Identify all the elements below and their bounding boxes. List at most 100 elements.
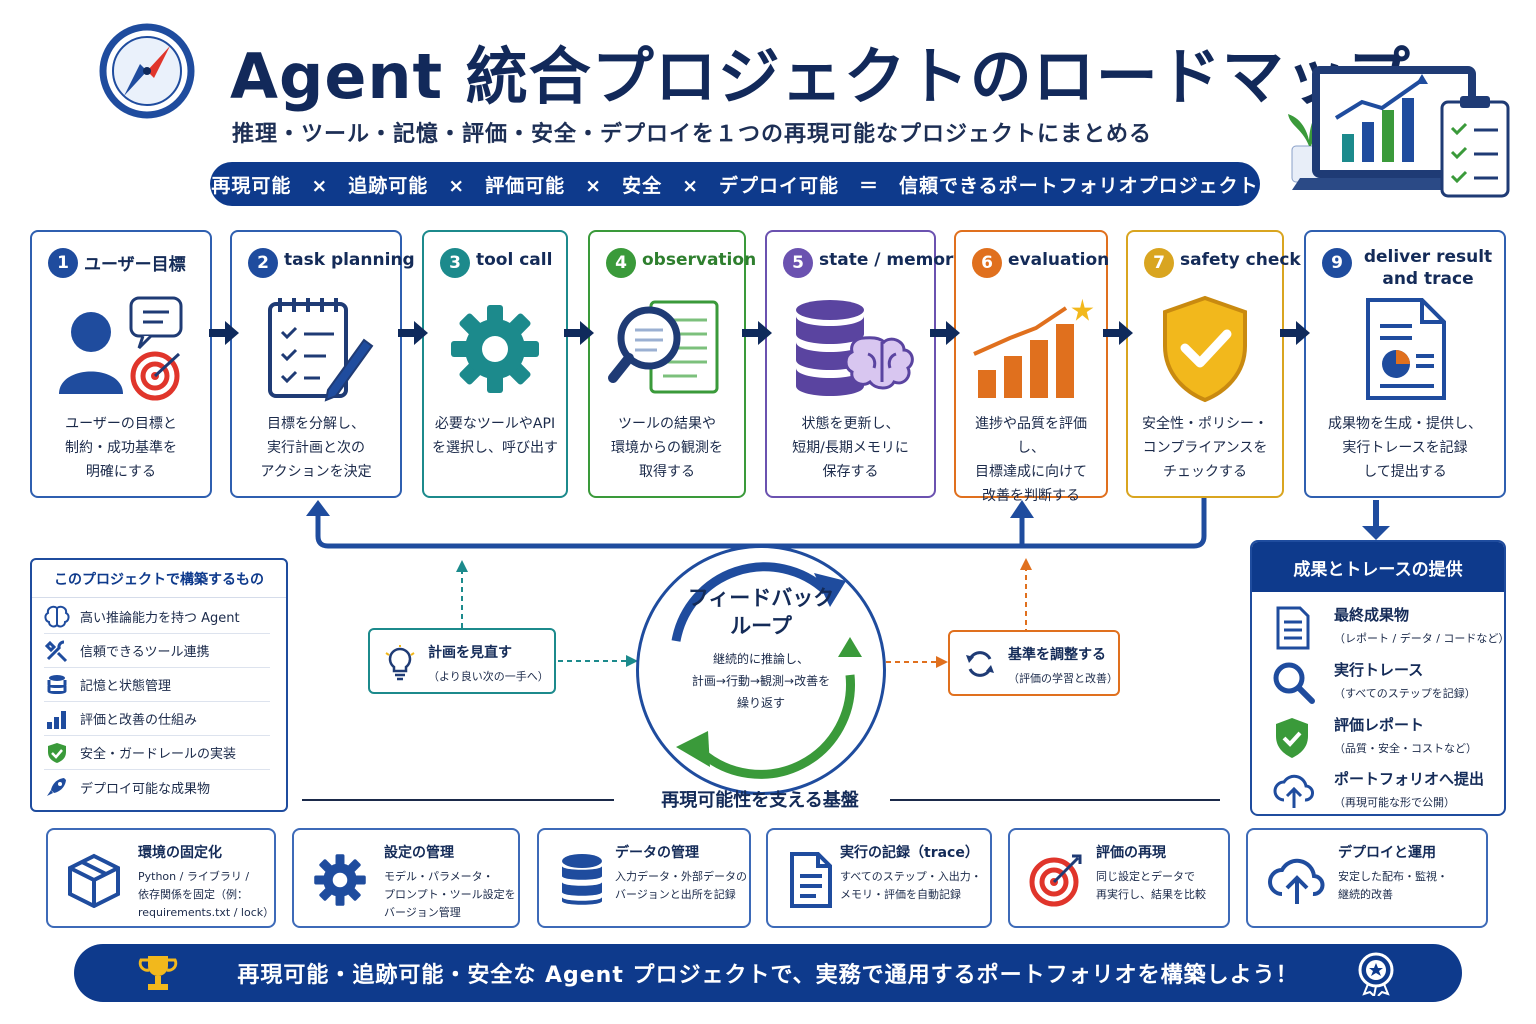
deliverable-item: 最終成果物 （レポート / データ / コードなど） — [1272, 604, 1504, 658]
document-icon — [790, 852, 832, 908]
build-item: デプロイ可能な成果物 — [44, 770, 270, 804]
database-brain-icon — [795, 300, 914, 396]
deliverable-title: 実行トレース — [1334, 661, 1424, 679]
step-title: tool call — [476, 250, 553, 270]
foundation-title: デプロイと運用 — [1338, 845, 1436, 861]
step-card-safety-check: 7 safety check 安全性・ポリシー・ コンプライアンスを チェックす… — [1126, 230, 1301, 498]
loop-arrows-icon — [671, 562, 862, 779]
step-number: 2 — [248, 248, 278, 278]
step-title: ユーザー目標 — [84, 255, 186, 275]
trophy-icon — [138, 956, 178, 990]
deliverable-item: ポートフォリオへ提出 （再現可能な形で公開） — [1272, 768, 1496, 814]
foundation-title: 評価の再現 — [1096, 845, 1166, 861]
clipboard-icon — [1440, 96, 1510, 198]
formula-banner: 再現可能 × 追跡可能 × 評価可能 × 安全 × デプロイ可能 ＝ 信頼できる… — [210, 162, 1260, 206]
foundation-card-trace: 実行の記録（trace） すべてのステップ・入出力・ メモリ・評価を自動記録 — [766, 828, 992, 928]
step-desc: 状態を更新し、 短期/長期メモリに 保存する — [792, 416, 909, 480]
gear-icon — [314, 854, 366, 906]
laptop-chart-icon — [1288, 66, 1510, 198]
step-desc: 安全性・ポリシー・ コンプライアンスを チェックする — [1142, 416, 1268, 480]
flow-arrow-icon — [398, 321, 428, 345]
step-card-state-memory: 5 state / memory 状態を更新し、 短期/長期メモリに 保存する — [765, 230, 965, 498]
cloud-upload-icon — [1273, 774, 1314, 808]
foundation-desc: Python / ライブラリ / 依存関係を固定（例： requirements… — [138, 870, 275, 919]
step-number: 1 — [48, 248, 78, 278]
step-title: deliver result and trace — [1363, 247, 1493, 289]
build-item-label: 安全・ガードレールの実装 — [80, 747, 237, 762]
bar-chart-star-icon — [973, 298, 1094, 398]
step-card-observation: 4 observation ツールの結果や 環境からの観測を 取得する — [588, 230, 757, 498]
foundation-title: データの管理 — [615, 845, 699, 861]
flow-arrow-icon — [209, 321, 239, 345]
notepad-pen-icon — [268, 298, 374, 402]
shield-check-icon — [48, 742, 66, 763]
flow-arrow-icon — [742, 321, 772, 345]
step-desc: ユーザーの目標と 制約・成功基準を 明確にする — [65, 416, 177, 480]
adjust-title: 基準を調整する — [1008, 647, 1106, 663]
medal-icon — [1358, 952, 1394, 996]
build-item: 高い推論能力を持つ Agent — [44, 600, 270, 634]
step-card-task-planning: 2 task planning 目標を分解し、 実行計画と次の アクションを決定 — [230, 230, 415, 498]
foundation-desc: モデル・パラメータ・ プロンプト・ツール設定を バージョン管理 — [384, 870, 516, 919]
adjust-sub: （評価の学習と改善） — [1008, 672, 1118, 685]
foundation-desc: すべてのステップ・入出力・ メモリ・評価を自動記録 — [840, 870, 982, 901]
foundation-card-config: 設定の管理 モデル・パラメータ・ プロンプト・ツール設定を バージョン管理 — [292, 828, 520, 928]
box-icon — [68, 853, 120, 908]
user-target-icon — [59, 296, 183, 401]
loop-desc: 継続的に推論し、 計画→行動→観測→改善を 繰り返す — [691, 652, 831, 710]
loop-title: フィードバック ループ — [687, 586, 835, 638]
footer-banner: 再現可能・追跡可能・安全な Agent プロジェクトで、実務で通用するポートフォ… — [74, 944, 1462, 1002]
footer-text: 再現可能・追跡可能・安全な Agent プロジェクトで、実務で通用するポートフォ… — [237, 963, 1299, 988]
foundation-title: 実行の記録（trace） — [840, 845, 979, 861]
build-item-label: 信頼できるツール連携 — [80, 645, 210, 660]
deliverable-sub: （再現可能な形で公開） — [1334, 796, 1455, 809]
magnifier-doc-icon — [608, 300, 719, 394]
step-number: 3 — [440, 248, 470, 278]
build-item: 記憶と状態管理 — [44, 668, 270, 702]
step-title: observation — [642, 250, 757, 270]
step-title: state / memory — [819, 250, 965, 270]
step-title: task planning — [284, 250, 415, 270]
flow-arrow-icon — [1280, 321, 1310, 345]
step-card-tool-call: 3 tool call 必要なツールやAPI を選択し、呼び出す — [422, 230, 568, 498]
feedback-loop-circle — [636, 545, 886, 795]
foundation-desc: 入力データ・外部データの バージョンと出所を記録 — [615, 870, 747, 901]
step-title: safety check — [1180, 250, 1301, 270]
build-list-heading: このプロジェクトで構築するもの — [32, 560, 286, 598]
build-item: 評価と改善の仕組み — [44, 702, 270, 736]
page-title: Agent 統合プロジェクトのロードマップ — [230, 40, 1411, 113]
foundation-desc: 安定した配布・監視・ 継続的改善 — [1338, 870, 1448, 901]
foundation-heading: 再現可能性を支える基盤 — [661, 790, 859, 811]
build-item-label: 記憶と状態管理 — [80, 679, 172, 694]
foundation-card-eval: 評価の再現 同じ設定とデータで 再実行し、結果を比較 — [1008, 828, 1230, 928]
magnifier-icon — [1273, 662, 1315, 704]
page-subtitle: 推理・ツール・記憶・評価・安全・デプロイを１つの再現可能なプロジェクトにまとめる — [232, 122, 1153, 147]
step-desc: 必要なツールやAPI を選択し、呼び出す — [432, 416, 558, 456]
build-list-panel: このプロジェクトで構築するもの 高い推論能力を持つ Agent 信頼できるツール… — [30, 558, 288, 812]
divider — [890, 799, 1220, 801]
foundation-card-data: データの管理 入力データ・外部データの バージョンと出所を記録 — [537, 828, 751, 928]
build-item-label: 高い推論能力を持つ Agent — [80, 611, 240, 626]
brain-icon — [44, 605, 70, 627]
build-item: 信頼できるツール連携 — [44, 634, 270, 668]
adjust-criteria-box: 基準を調整する （評価の学習と改善） — [948, 630, 1120, 696]
step-number: 9 — [1322, 248, 1352, 278]
compass-icon — [99, 23, 195, 119]
document-icon — [1276, 606, 1310, 650]
step-number: 4 — [606, 248, 636, 278]
target-icon — [1029, 854, 1082, 907]
step-desc: 成果物を生成・提供し、 実行トレースを記録 して提出する — [1328, 416, 1482, 480]
divider — [302, 799, 614, 801]
step-number: 7 — [1144, 248, 1174, 278]
database-icon — [562, 854, 602, 905]
build-item: 安全・ガードレールの実装 — [44, 736, 270, 770]
build-item-label: デプロイ可能な成果物 — [80, 781, 211, 797]
shield-check-icon — [1163, 295, 1247, 403]
flow-arrow-icon — [1103, 321, 1133, 345]
deliverable-sub: （すべてのステップを記録） — [1334, 687, 1476, 700]
report-doc-icon — [1366, 298, 1446, 400]
cloud-upload-icon — [1268, 858, 1325, 904]
bar-chart-icon — [47, 710, 66, 729]
foundation-card-deploy: デプロイと運用 安定した配布・監視・ 継続的改善 — [1246, 828, 1488, 928]
deliverable-title: ポートフォリオへ提出 — [1334, 770, 1485, 788]
